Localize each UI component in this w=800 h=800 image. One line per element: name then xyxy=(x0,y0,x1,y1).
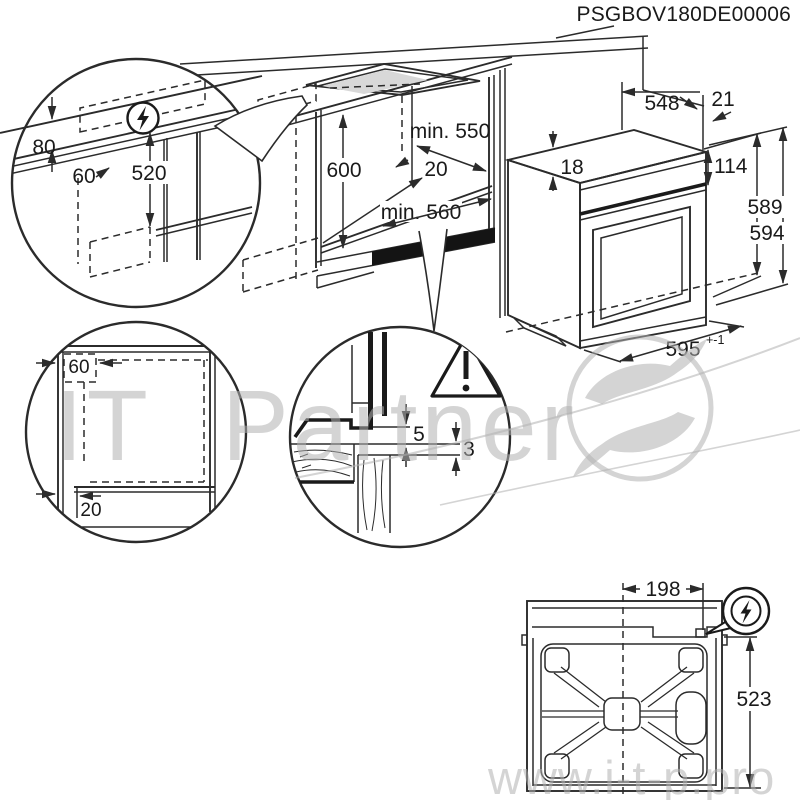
hob-shaded-zone xyxy=(322,70,428,94)
connection-zone xyxy=(63,353,97,383)
electrical-zone-detail xyxy=(79,79,206,133)
dim-label-60: 60 xyxy=(72,165,95,188)
oven-top-face xyxy=(504,129,710,184)
dim-label-114: 114 xyxy=(714,155,748,178)
panel-ribs xyxy=(542,666,695,760)
dim-label-523: 523 xyxy=(736,688,771,711)
terminal-box xyxy=(695,628,706,638)
cabinet-niche: 600 min. 550 20 min. 560 xyxy=(242,75,496,293)
product-code: PSGBOV180DE00006 xyxy=(576,3,791,26)
dim-label-80: 80 xyxy=(32,136,55,159)
warning-triangle-icon xyxy=(430,334,502,398)
s-swoosh-logo-icon xyxy=(294,334,800,506)
oven-bottom-profile xyxy=(293,418,373,439)
wedge-to-gap-detail xyxy=(418,228,448,332)
dim-label-548: 548 xyxy=(644,92,679,115)
oven-door-frame xyxy=(592,205,691,329)
dim-label-side-60: 60 xyxy=(68,357,89,378)
oven-rear-profile xyxy=(368,332,373,428)
dim-label-198: 198 xyxy=(645,578,680,601)
dim-label-5: 5 xyxy=(413,423,425,446)
oven-front-face xyxy=(579,150,707,350)
dim-label-3: 3 xyxy=(463,438,475,461)
dim-label-595-tolerance: +-1 xyxy=(706,333,724,347)
rear-view: 198 523 xyxy=(521,578,777,795)
oven-3d: 548 21 18 114 589 594 595 +-1 xyxy=(504,82,790,363)
dim-label-520: 520 xyxy=(131,162,166,185)
dim-label-18: 18 xyxy=(560,156,583,179)
detail-circle-side: 60 20 xyxy=(24,320,248,544)
control-panel-divider xyxy=(579,182,707,216)
dim-label-min550: min. 550 xyxy=(410,120,491,143)
dim-label-589: 589 xyxy=(747,196,782,219)
wedge-to-electrical-detail xyxy=(213,95,308,163)
detail-circle-electrical: 80 60 520 xyxy=(0,57,263,309)
wall-and-counter xyxy=(179,25,759,333)
callout-wedges xyxy=(213,95,448,332)
lightning-bolt xyxy=(137,106,149,131)
watermark-brand-left: IT xyxy=(55,370,152,482)
detail-circle-gap: 5 3 xyxy=(288,325,512,549)
dim-label-594: 594 xyxy=(749,222,784,245)
oven-door-window xyxy=(600,216,683,321)
watermark-url: www.i-t-p.pro xyxy=(487,751,775,800)
watermark-brand-right: Partner xyxy=(222,370,578,482)
lightning-bolt xyxy=(740,600,752,624)
lightning-circle-icon xyxy=(705,586,771,636)
wood-grain xyxy=(291,449,386,532)
oven-foot xyxy=(513,317,567,347)
dim-label-600: 600 xyxy=(326,159,361,182)
lightning-circle-icon xyxy=(126,101,160,135)
watermarks: IT Partner www.i-t-p.pro xyxy=(55,334,800,800)
dim-label-side-20: 20 xyxy=(80,500,101,521)
dim-label-20: 20 xyxy=(424,158,447,181)
dim-label-min560: min. 560 xyxy=(381,201,462,224)
dim-label-21: 21 xyxy=(711,88,734,111)
